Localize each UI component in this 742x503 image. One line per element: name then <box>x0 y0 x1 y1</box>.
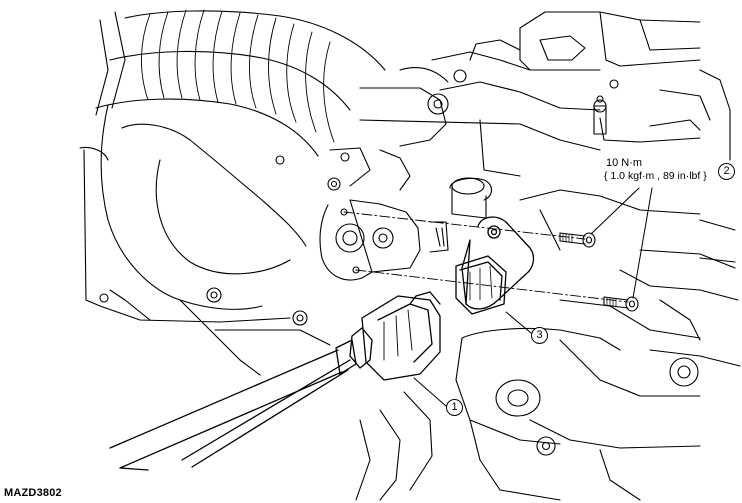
leader-lines <box>413 187 653 407</box>
knock-sensor <box>455 216 535 315</box>
sensor-mounting-boss <box>319 177 493 281</box>
intake-hose <box>95 9 386 157</box>
harness-wires <box>109 349 351 471</box>
turbo-housing <box>79 104 331 376</box>
figure-code: MAZD3802 <box>4 487 62 499</box>
harness-connector <box>335 291 441 381</box>
sensor-bolt-lower <box>603 296 639 312</box>
torque-spec-value: 10 N·m <box>606 157 643 169</box>
callout-bolt: 2 <box>718 163 735 180</box>
callout-knock-sensor: 3 <box>531 327 548 344</box>
engine-block-upper <box>275 11 731 191</box>
sensor-bolt-upper <box>559 232 596 248</box>
engine-block-lower <box>355 189 741 501</box>
alignment-lines <box>343 211 629 303</box>
torque-spec-alternate: { 1.0 kgf·m , 89 in·lbf } <box>604 170 707 182</box>
callout-connector: 1 <box>446 399 463 416</box>
